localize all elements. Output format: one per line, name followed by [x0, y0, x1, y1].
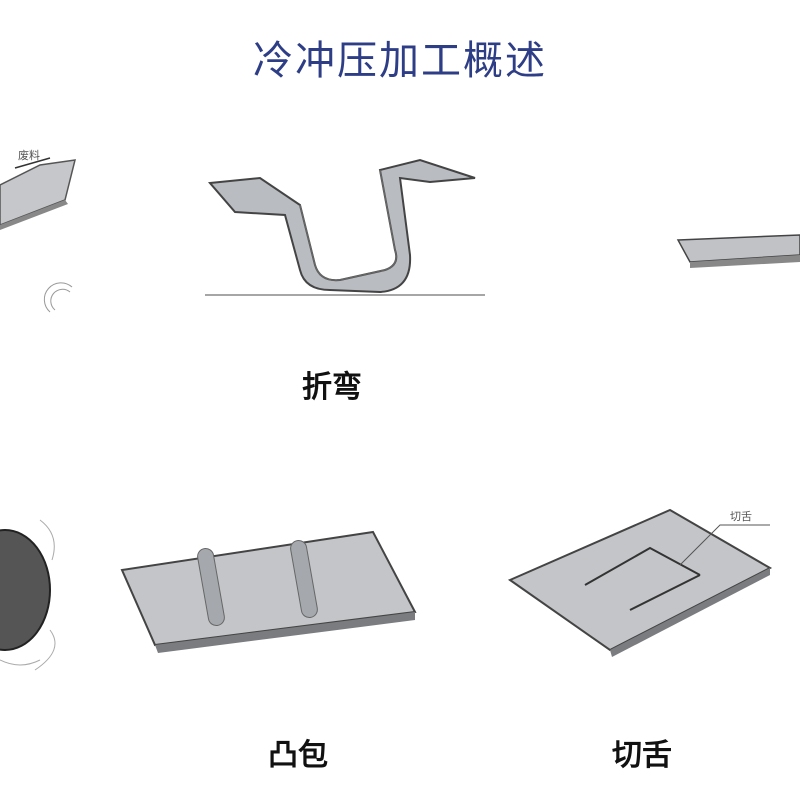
scrap-label: 废料: [18, 149, 40, 162]
disc-illustration: [0, 519, 56, 671]
bending-caption: 折弯: [302, 370, 362, 405]
bending-illustration: [205, 158, 485, 296]
tongue-label: 切舌: [730, 510, 752, 523]
emboss-illustration: [120, 530, 417, 653]
emboss-caption: 凸包: [268, 738, 328, 773]
tongue-illustration: [507, 508, 773, 657]
flat-plate-illustration: [676, 234, 800, 268]
tongue-caption: 切舌: [612, 738, 672, 773]
page-title: 冷冲压加工概述: [253, 38, 547, 84]
scrap-illustration: [0, 157, 76, 313]
